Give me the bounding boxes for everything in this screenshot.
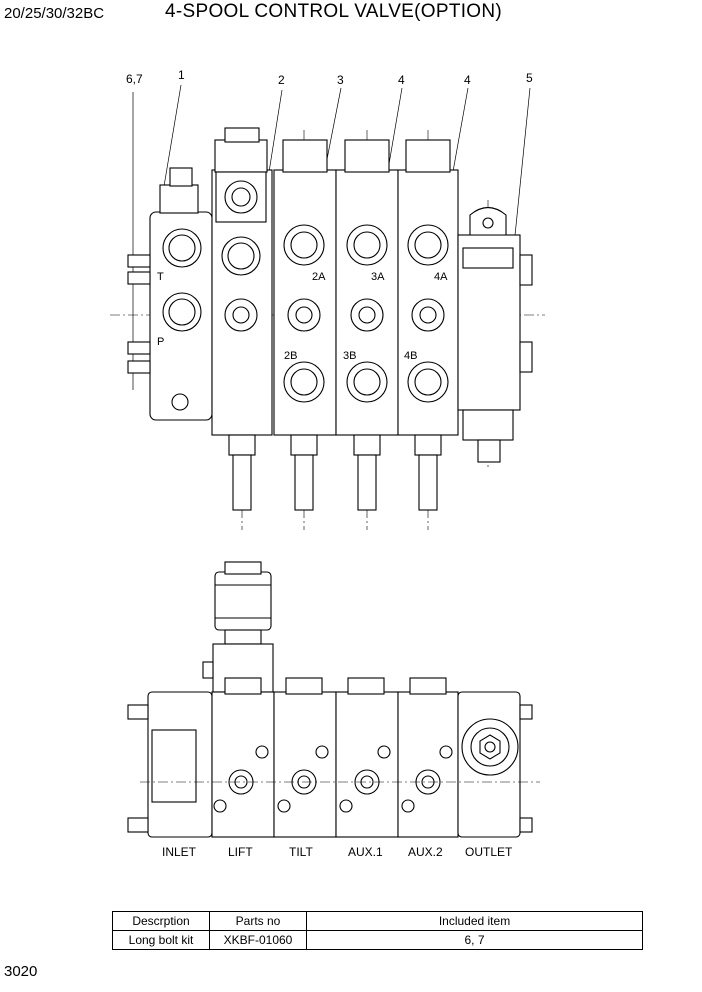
header-description: Descrption [112, 911, 210, 931]
cell-included-item: 6, 7 [306, 930, 643, 950]
port-label-4b: 4B [404, 350, 417, 362]
section-label-outlet: OUTLET [465, 845, 513, 859]
section-label-aux2: AUX.2 [408, 845, 443, 859]
section-label-aux1: AUX.1 [348, 845, 383, 859]
callout-1: 1 [178, 68, 185, 82]
port-label-3b: 3B [343, 350, 356, 362]
callout-4a: 4 [398, 73, 405, 87]
port-label-3a: 3A [371, 271, 385, 283]
callout-3: 3 [337, 73, 344, 87]
page-title: 4-SPOOL CONTROL VALVE(OPTION) [165, 1, 503, 22]
front-view: INLET LIFT TILT AUX.1 AUX.2 OUTLET [127, 561, 540, 859]
section-label-inlet: INLET [162, 845, 197, 859]
page-number: 3020 [4, 963, 38, 980]
port-label-2a: 2A [312, 271, 326, 283]
parts-table-header-row: Descrption Parts no Included item [112, 911, 643, 931]
model-number: 20/25/30/32BC [4, 5, 105, 22]
spool-section-2 [273, 139, 337, 511]
header-included-item: Included item [306, 911, 643, 931]
header-parts-no: Parts no [209, 911, 307, 931]
callout-2: 2 [278, 73, 285, 87]
spool-section-4 [397, 139, 459, 511]
port-label-p: P [157, 336, 164, 348]
cell-description: Long bolt kit [112, 930, 210, 950]
port-label-2b: 2B [284, 350, 297, 362]
section-label-tilt: TILT [289, 845, 313, 859]
table-row: Long bolt kit XKBF-01060 6, 7 [112, 930, 643, 950]
cell-parts-no: XKBF-01060 [209, 930, 307, 950]
spool-section-3 [335, 139, 399, 511]
callout-5: 5 [526, 71, 533, 85]
parts-table: Descrption Parts no Included item Long b… [112, 911, 643, 950]
top-view: T P [110, 84, 545, 530]
port-label-t: T [157, 271, 164, 283]
section-label-lift: LIFT [228, 845, 253, 859]
callout-6-7: 6,7 [126, 72, 143, 86]
port-label-4a: 4A [434, 271, 448, 283]
callout-4b: 4 [464, 73, 471, 87]
